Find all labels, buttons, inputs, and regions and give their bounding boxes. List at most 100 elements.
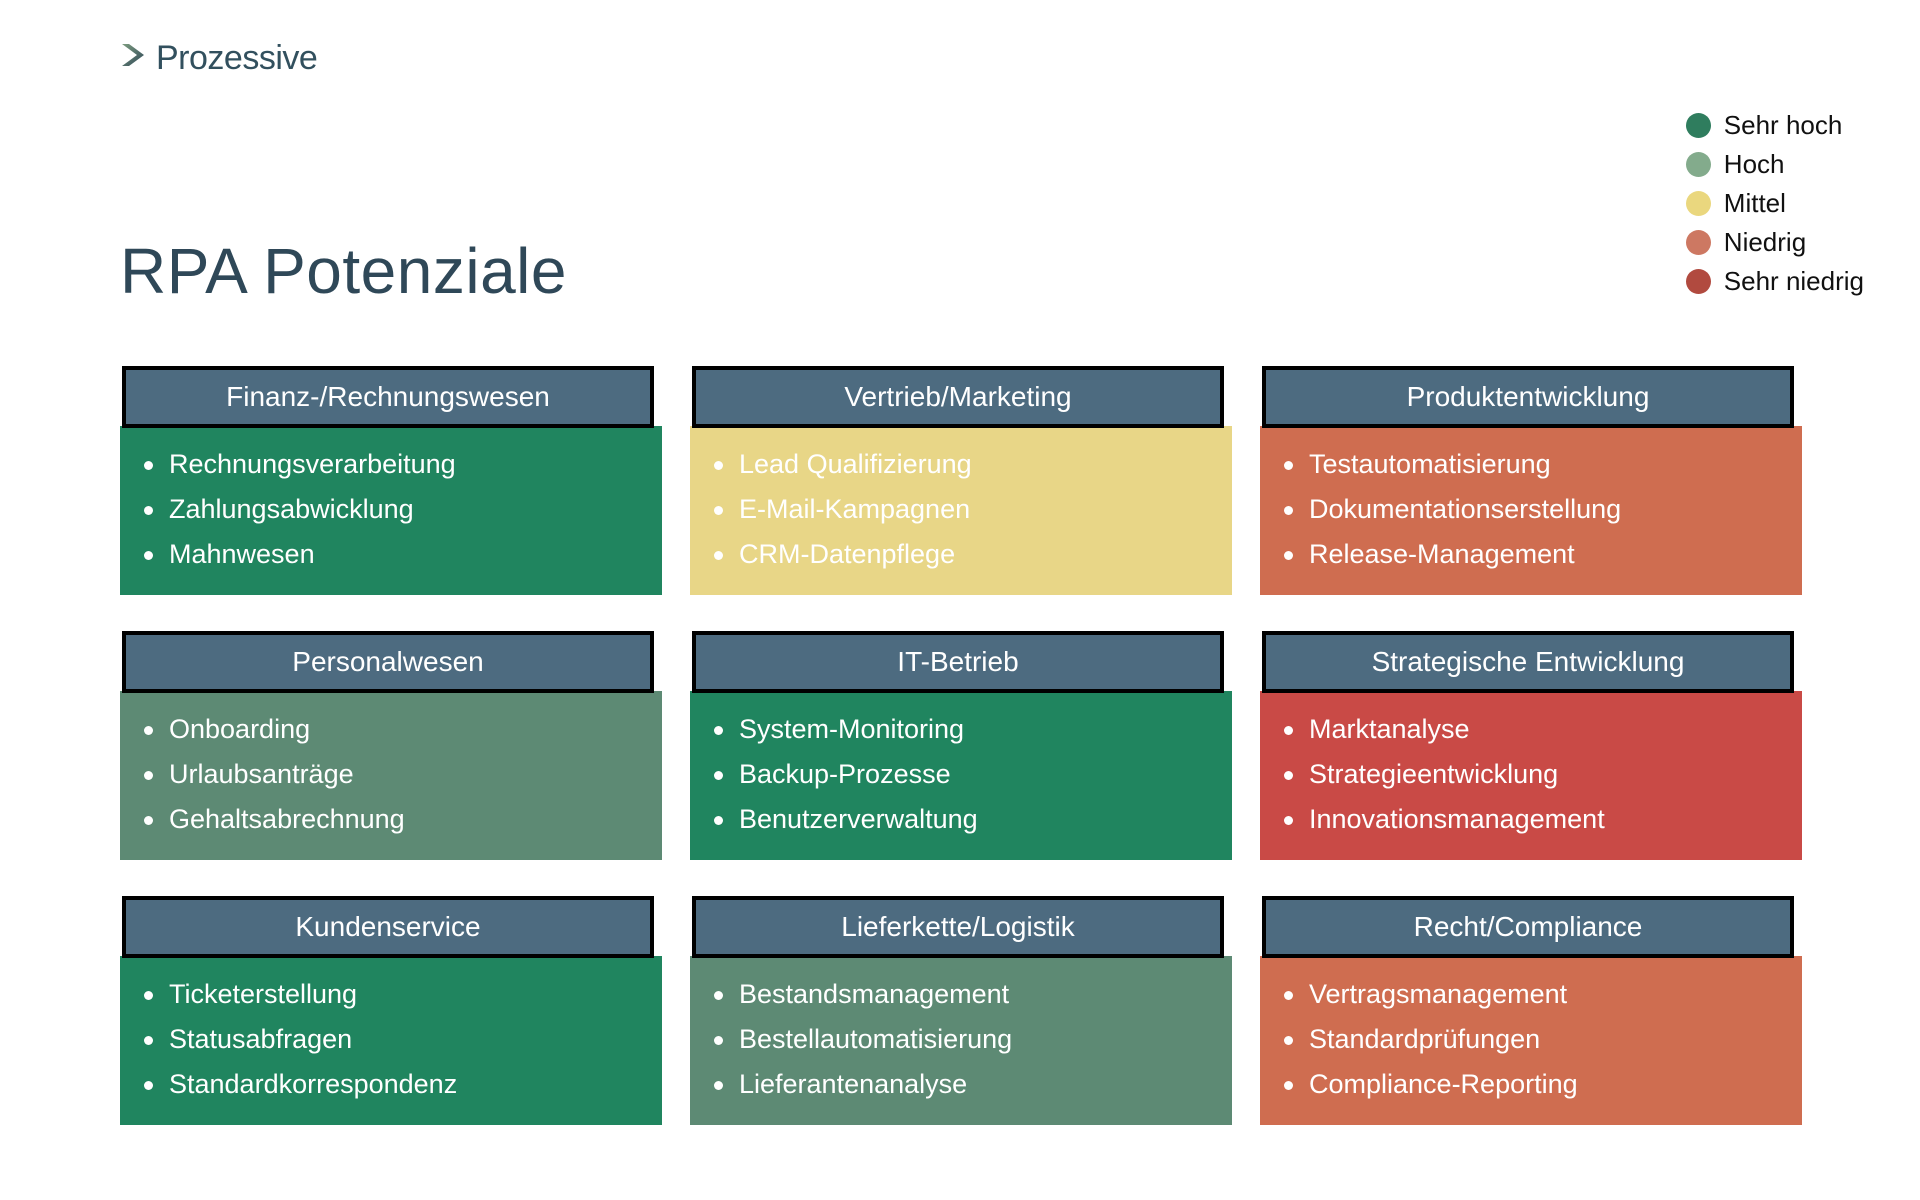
- bullet-icon: [144, 991, 153, 1000]
- list-item: Compliance-Reporting: [1284, 1062, 1782, 1107]
- bullet-icon: [1284, 816, 1293, 825]
- legend-item: Mittel: [1685, 188, 1786, 218]
- card-title: Personalwesen: [292, 646, 484, 677]
- list-item: Mahnwesen: [144, 532, 642, 577]
- card-title: Produktentwicklung: [1406, 381, 1650, 412]
- bullet-icon: [714, 461, 723, 470]
- card-header: Personalwesen: [122, 631, 654, 693]
- card-header: IT-Betrieb: [692, 631, 1224, 693]
- card-header: Vertrieb/Marketing: [692, 366, 1224, 428]
- bullet-icon: [144, 551, 153, 560]
- list-item-label: Backup-Prozesse: [739, 759, 951, 789]
- list-item-label: Strategieentwicklung: [1309, 759, 1559, 789]
- list-item: Backup-Prozesse: [714, 752, 1212, 797]
- list-item-label: Marktanalyse: [1309, 714, 1470, 744]
- legend-item-label: Sehr hoch: [1723, 110, 1843, 140]
- list-item: Urlaubsanträge: [144, 752, 642, 797]
- legend-item-label: Niedrig: [1723, 227, 1807, 257]
- list-item: Onboarding: [144, 707, 642, 752]
- legend-item: Hoch: [1685, 149, 1785, 179]
- list-item-label: Bestandsmanagement: [739, 979, 1010, 1009]
- list-item-label: System-Monitoring: [739, 714, 965, 744]
- list-item: E-Mail-Kampagnen: [714, 487, 1212, 532]
- legend-color-swatch: [1685, 229, 1711, 255]
- bullet-icon: [144, 1081, 153, 1090]
- card-title: Recht/Compliance: [1413, 911, 1643, 942]
- list-item-label: Release-Management: [1309, 539, 1575, 569]
- brand-logo: Prozessive: [118, 38, 318, 77]
- bullet-icon: [714, 1036, 723, 1045]
- list-item: Benutzerverwaltung: [714, 797, 1212, 842]
- legend-color-swatch: [1685, 268, 1711, 294]
- bullet-icon: [144, 771, 153, 780]
- list-item-label: Zahlungsabwicklung: [169, 494, 414, 524]
- list-item: Bestandsmanagement: [714, 972, 1212, 1017]
- list-item-label: E-Mail-Kampagnen: [739, 494, 971, 524]
- bullet-icon: [1284, 461, 1293, 470]
- card-header: Strategische Entwicklung: [1262, 631, 1794, 693]
- list-item-label: Compliance-Reporting: [1309, 1069, 1578, 1099]
- list-item-label: Statusabfragen: [169, 1024, 353, 1054]
- list-item-label: Urlaubsanträge: [169, 759, 354, 789]
- bullet-icon: [144, 506, 153, 515]
- bullet-icon: [714, 816, 723, 825]
- list-item: Zahlungsabwicklung: [144, 487, 642, 532]
- card-header: Recht/Compliance: [1262, 896, 1794, 958]
- list-item-label: Standardkorrespondenz: [169, 1069, 458, 1099]
- card-title: Vertrieb/Marketing: [844, 381, 1072, 412]
- legend-color-swatch: [1685, 151, 1711, 177]
- list-item-label: Vertragsmanagement: [1309, 979, 1568, 1009]
- legend-item: Sehr niedrig: [1685, 266, 1864, 296]
- card-header: Lieferkette/Logistik: [692, 896, 1224, 958]
- list-item-label: Lieferantenanalyse: [739, 1069, 968, 1099]
- bullet-icon: [1284, 551, 1293, 560]
- card-title: Kundenservice: [295, 911, 481, 942]
- list-item: Dokumentationserstellung: [1284, 487, 1782, 532]
- legend-item-label: Sehr niedrig: [1723, 266, 1864, 296]
- bullet-icon: [144, 726, 153, 735]
- legend-item: Sehr hoch: [1685, 110, 1843, 140]
- brand-name: Prozessive: [156, 38, 318, 77]
- bullet-icon: [144, 461, 153, 470]
- list-item-label: Rechnungsverarbeitung: [169, 449, 456, 479]
- bullet-icon: [1284, 991, 1293, 1000]
- legend-item-label: Hoch: [1723, 149, 1785, 179]
- list-item: Release-Management: [1284, 532, 1782, 577]
- bullet-icon: [1284, 1081, 1293, 1090]
- list-item: Standardprüfungen: [1284, 1017, 1782, 1062]
- list-item: Strategieentwicklung: [1284, 752, 1782, 797]
- list-item-label: Ticketerstellung: [169, 979, 358, 1009]
- list-item-label: Innovationsmanagement: [1309, 804, 1605, 834]
- chevron-right-icon: [118, 40, 152, 75]
- bullet-icon: [714, 726, 723, 735]
- list-item: System-Monitoring: [714, 707, 1212, 752]
- list-item: Ticketerstellung: [144, 972, 642, 1017]
- list-item-label: Onboarding: [169, 714, 311, 744]
- bullet-icon: [714, 1081, 723, 1090]
- bullet-icon: [714, 506, 723, 515]
- card-title: IT-Betrieb: [897, 646, 1019, 677]
